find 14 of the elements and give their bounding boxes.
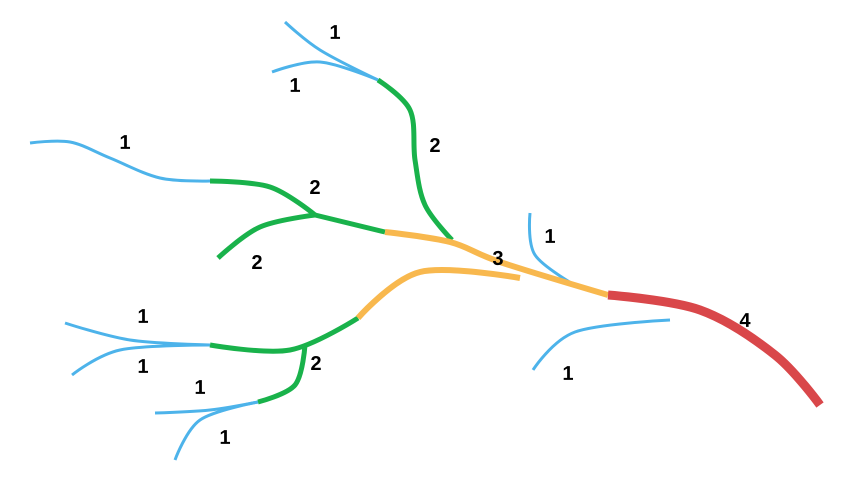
stream-order-number: 2 [310,180,320,194]
stream-order-number: 4 [740,313,750,327]
stream-order-number: 1 [220,430,230,444]
stream-order-number: 1 [138,309,148,323]
stream-order-number: 1 [290,78,300,92]
stream-order-number: 2 [430,138,440,152]
stream-order-number: 1 [138,359,148,373]
stream-order-number: 1 [546,229,556,243]
stream-order-number: 2 [252,255,262,269]
stream-order-number: 2 [311,356,321,370]
stream-order-number: 1 [330,25,340,39]
stream-order-number: 1 [196,380,206,394]
stream-order-number: 1 [120,135,130,149]
stream-order-number: 1 [564,366,574,380]
